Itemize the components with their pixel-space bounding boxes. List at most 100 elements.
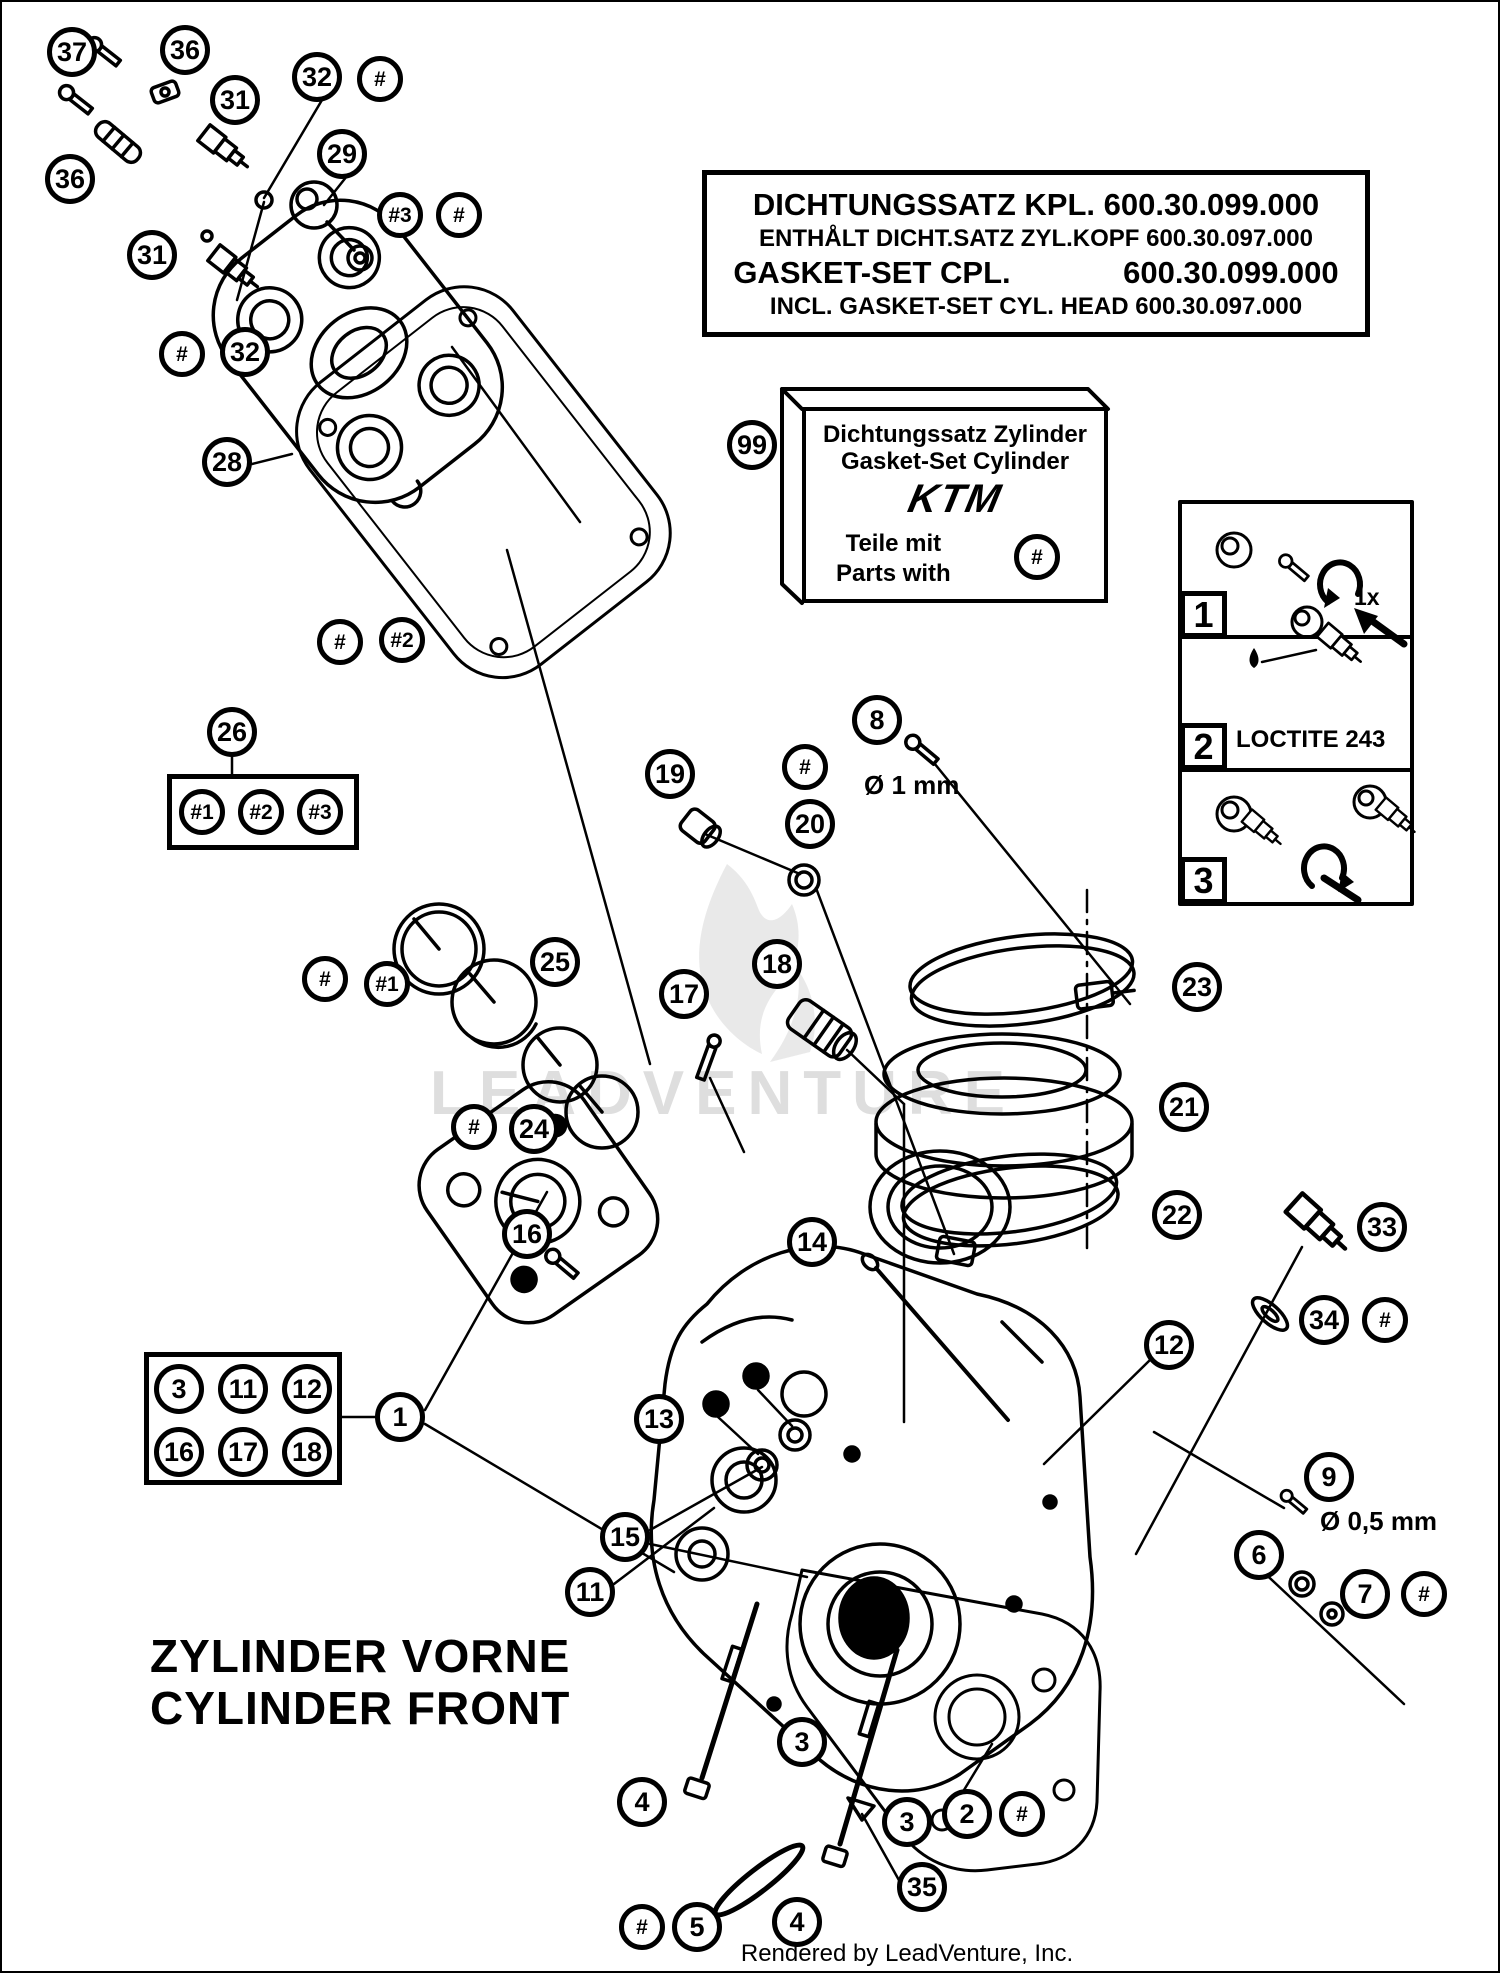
info-line-3: GASKET-SET CPL. 600.30.099.000 bbox=[733, 254, 1338, 292]
callout-29: 29 bbox=[317, 129, 367, 179]
callout-hash2: #2 bbox=[379, 617, 425, 663]
bolt-icon bbox=[541, 1244, 583, 1283]
footer-credit: Rendered by LeadVenture, Inc. bbox=[740, 1940, 1074, 1967]
head-gasket bbox=[785, 1568, 1102, 1873]
shim-item-3: #3 bbox=[297, 789, 343, 835]
callout-12: 12 bbox=[1144, 1320, 1194, 1370]
callout-33: 33 bbox=[1357, 1202, 1407, 1252]
group-item-3: 3 bbox=[154, 1364, 204, 1414]
group-item-18: 18 bbox=[282, 1427, 332, 1477]
group-item-16: 16 bbox=[154, 1427, 204, 1477]
callout-3: 3 bbox=[882, 1797, 932, 1847]
package-box-3d-edge bbox=[780, 387, 1110, 605]
callout-23: 23 bbox=[1172, 962, 1222, 1012]
valve-cover bbox=[211, 198, 505, 509]
group-item-11: 11 bbox=[218, 1364, 268, 1414]
package-title-en: Gasket-Set Cylinder bbox=[840, 448, 1070, 475]
callout-14: 14 bbox=[787, 1217, 837, 1267]
cap-and-oring bbox=[678, 807, 821, 897]
callout-20: 20 bbox=[785, 799, 835, 849]
jet-screw-icon bbox=[901, 730, 943, 769]
callout-26: 26 bbox=[207, 707, 257, 757]
legend-loctite-note: LOCTITE 243 bbox=[1236, 726, 1386, 753]
callout-hash: # bbox=[451, 1104, 497, 1150]
legend-frame bbox=[1178, 500, 1414, 906]
callout-hash: # bbox=[782, 744, 828, 790]
dowel-pin-icon bbox=[694, 1033, 722, 1082]
nuts-washers bbox=[702, 1362, 812, 1482]
callout-4: 4 bbox=[772, 1897, 822, 1947]
package-hash-badge: # bbox=[1014, 534, 1060, 580]
callout-21: 21 bbox=[1159, 1082, 1209, 1132]
info-line-1: DICHTUNGSSATZ KPL. 600.30.099.000 bbox=[752, 186, 1320, 222]
ball-icon bbox=[254, 190, 274, 210]
callout-18: 18 bbox=[752, 939, 802, 989]
callout-37: 37 bbox=[47, 27, 97, 77]
callout-34: 34 bbox=[1299, 1295, 1349, 1345]
studs-and-nuts bbox=[683, 1601, 900, 1918]
package-note-de: Teile mit bbox=[845, 530, 942, 557]
callout-hash: # bbox=[436, 192, 482, 238]
legend-step-3: 3 bbox=[1180, 857, 1227, 904]
callout-5: 5 bbox=[672, 1902, 722, 1952]
callout-hash: # bbox=[302, 956, 348, 1002]
callout-36: 36 bbox=[45, 154, 95, 204]
diagram-title-en: CYLINDER FRONT bbox=[150, 1682, 571, 1734]
callout-16: 16 bbox=[502, 1209, 552, 1259]
callout-2: 2 bbox=[942, 1789, 992, 1839]
plug-tube-and-shims bbox=[392, 902, 640, 1150]
callout-6: 6 bbox=[1234, 1530, 1284, 1580]
legend-row3-art bbox=[1215, 784, 1421, 904]
diagram-title: ZYLINDER VORNE CYLINDER FRONT bbox=[150, 1630, 570, 1734]
callout-1: 1 bbox=[375, 1392, 425, 1442]
temp-sensor-icon bbox=[1250, 1193, 1354, 1332]
callout-99: 99 bbox=[727, 420, 777, 470]
callout-7: 7 bbox=[1340, 1569, 1390, 1619]
spark-plug-icon bbox=[196, 123, 266, 297]
legend-step-2: 2 bbox=[1180, 723, 1227, 770]
parts-artwork bbox=[54, 33, 1421, 1918]
info-line-4: INCL. GASKET-SET CYL. HEAD 600.30.097.00… bbox=[769, 292, 1303, 320]
callout-15: 15 bbox=[600, 1512, 650, 1562]
callout-hash: # bbox=[1362, 1297, 1408, 1343]
info-line-3-value: 600.30.099.000 bbox=[1123, 254, 1339, 290]
dimension-05mm: Ø 0,5 mm bbox=[1320, 1506, 1438, 1536]
info-line-2: ENTHÅLT DICHT.SATZ ZYL.KOPF 600.30.097.0… bbox=[759, 224, 1313, 252]
group-item-12: 12 bbox=[282, 1364, 332, 1414]
callout-35: 35 bbox=[897, 1862, 947, 1912]
callout-9: 9 bbox=[1304, 1452, 1354, 1502]
info-line-3-label: GASKET-SET CPL. bbox=[733, 254, 1011, 290]
callout-4: 4 bbox=[617, 1777, 667, 1827]
legend-row1-art bbox=[1215, 531, 1408, 648]
group-item-17: 17 bbox=[218, 1427, 268, 1477]
push-rod-icon bbox=[860, 1252, 1010, 1422]
callout-32: 32 bbox=[220, 327, 270, 377]
callout-36: 36 bbox=[160, 25, 210, 75]
callout-25: 25 bbox=[530, 937, 580, 987]
callout-hash: # bbox=[999, 1791, 1045, 1837]
callout-hash: # bbox=[1401, 1571, 1447, 1617]
small-plugs bbox=[1277, 1486, 1345, 1627]
ktm-logo: KTM bbox=[903, 477, 1006, 521]
callout-31: 31 bbox=[127, 230, 177, 280]
dimension-1mm: Ø 1 mm bbox=[864, 770, 960, 800]
callout-8: 8 bbox=[852, 695, 902, 745]
hose-clamp-upper bbox=[908, 932, 1136, 1028]
callout-28: 28 bbox=[202, 437, 252, 487]
shim-item-2: #2 bbox=[238, 789, 284, 835]
gasket-set-package: Dichtungssatz Zylinder Gasket-Set Cylind… bbox=[802, 407, 1108, 603]
gasket-set-info-box: DICHTUNGSSATZ KPL. 600.30.099.000 ENTHÅL… bbox=[702, 170, 1370, 337]
legend-step-1: 1 bbox=[1180, 591, 1227, 638]
callout-22: 22 bbox=[1152, 1190, 1202, 1240]
tensioner-icon bbox=[785, 997, 859, 1062]
callout-17: 17 bbox=[659, 969, 709, 1019]
callout-hash3: #3 bbox=[377, 192, 423, 238]
diagram-title-de: ZYLINDER VORNE bbox=[150, 1630, 571, 1682]
callout-19: 19 bbox=[645, 749, 695, 799]
callout-11: 11 bbox=[565, 1567, 615, 1617]
callout-hash: # bbox=[619, 1904, 665, 1950]
clip-icon bbox=[149, 79, 181, 105]
callout-32: 32 bbox=[292, 52, 342, 102]
package-note-en: Parts with bbox=[836, 560, 951, 587]
